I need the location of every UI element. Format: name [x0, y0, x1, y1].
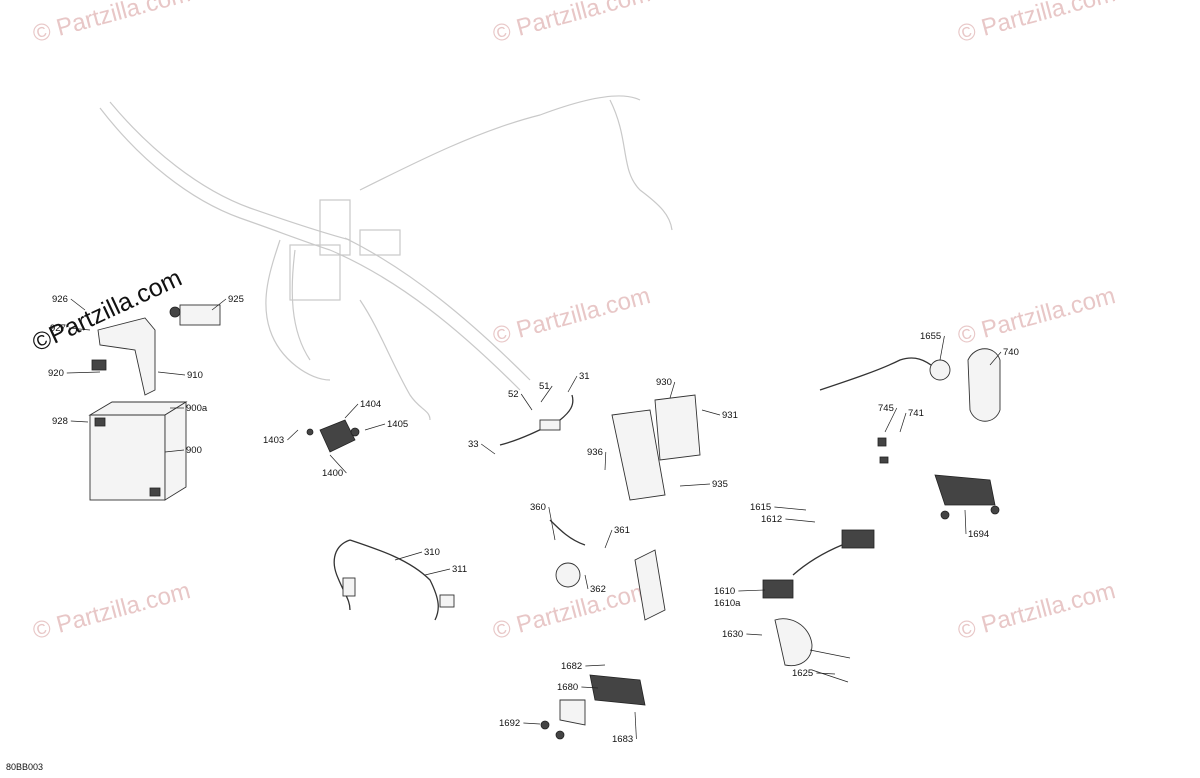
callout-labels: 926 927 925 920 910 900a 928 900 1404 1403 1405 140…	[48, 294, 1019, 745]
callout-label: 741	[908, 408, 924, 419]
callout-label: 33	[468, 439, 479, 450]
callout-leader	[584, 574, 589, 590]
callout-leader	[424, 568, 451, 576]
callout-label: 920	[48, 368, 64, 379]
callout-label: 1655	[920, 331, 941, 342]
chassis-ghost	[99, 95, 673, 421]
callout-label: 927	[50, 323, 66, 334]
module-930	[611, 394, 701, 501]
callout-label: 1683	[612, 734, 633, 745]
callout-label: 930	[656, 377, 672, 388]
sensor-360	[549, 519, 666, 621]
callout-leader	[520, 393, 533, 411]
callout-label: 51	[539, 381, 550, 392]
callout-leader	[66, 371, 101, 374]
callout-leader	[480, 443, 496, 455]
callout-leader	[989, 351, 1002, 366]
callout-leader	[774, 506, 807, 511]
callout-leader	[746, 633, 763, 636]
harness-52	[499, 394, 574, 446]
callout-label: 1400	[322, 468, 343, 479]
callout-label: 1610	[714, 586, 735, 597]
callout-label: 360	[530, 502, 546, 513]
relay-1400	[306, 419, 360, 453]
callout-leader	[939, 335, 945, 361]
callout-leader	[344, 403, 359, 419]
callout-leader	[70, 298, 86, 311]
callout-label: 1694	[968, 529, 989, 540]
connector-1610-1615	[762, 529, 875, 683]
callout-label: 311	[452, 564, 467, 575]
switch-1680	[540, 674, 646, 740]
callout-leader	[585, 664, 606, 667]
callout-label: 931	[722, 410, 738, 421]
callout-label: 1625	[792, 668, 813, 679]
callout-label: 1682	[561, 661, 582, 672]
callout-label: 745	[878, 403, 894, 414]
callout-leader	[567, 375, 578, 393]
callout-leader	[329, 454, 347, 474]
diagram-code: 80BB003	[6, 762, 44, 772]
callout-label: 1692	[499, 718, 520, 729]
callout-leader	[68, 327, 91, 331]
callout-label: 910	[187, 370, 203, 381]
callout-leader	[604, 529, 613, 549]
callout-label: 361	[614, 525, 630, 536]
callout-label: 900a	[186, 403, 208, 414]
callout-label: 740	[1003, 347, 1019, 358]
callout-label: 310	[424, 547, 440, 558]
callout-leader	[157, 371, 186, 376]
callout-leader	[287, 429, 299, 441]
callout-label: 1610a	[714, 598, 741, 609]
callout-label: 936	[587, 447, 603, 458]
callout-label: 928	[52, 416, 68, 427]
callout-label: 1612	[761, 514, 782, 525]
callout-leader	[634, 711, 637, 740]
key-switch-1694	[934, 474, 1000, 520]
callout-leader	[164, 449, 185, 453]
callout-label: 1615	[750, 502, 771, 513]
callout-leaders	[66, 298, 1002, 740]
callout-label: 1404	[360, 399, 381, 410]
callout-leader	[884, 407, 898, 433]
callout-leader	[816, 672, 836, 675]
callout-label: 935	[712, 479, 728, 490]
callout-label: 900	[186, 445, 202, 456]
harness-310-311	[333, 539, 455, 621]
callout-leader	[211, 298, 227, 311]
callout-leader	[964, 509, 967, 535]
callout-leader	[679, 483, 711, 487]
callout-leader	[738, 589, 766, 592]
callout-leader	[785, 518, 816, 523]
light-1655	[819, 348, 1001, 464]
callout-label: 52	[508, 389, 519, 400]
callout-leader	[604, 451, 607, 471]
callout-label: 362	[590, 584, 606, 595]
callout-leader	[364, 423, 386, 431]
callout-label: 1405	[387, 419, 408, 430]
callout-leader	[669, 381, 676, 399]
callout-label: 31	[579, 371, 590, 382]
callout-leader	[523, 722, 541, 725]
callout-leader	[701, 409, 721, 416]
callout-leader	[581, 686, 599, 689]
callout-label: 1403	[263, 435, 284, 446]
callout-label: 925	[228, 294, 244, 305]
callout-label: 1630	[722, 629, 743, 640]
callout-leader	[548, 506, 556, 541]
callout-leader	[70, 420, 89, 423]
callout-label: 1680	[557, 682, 578, 693]
callout-leader	[540, 385, 553, 403]
callout-leader	[394, 551, 423, 561]
callout-leader	[899, 412, 907, 433]
callout-label: 926	[52, 294, 68, 305]
